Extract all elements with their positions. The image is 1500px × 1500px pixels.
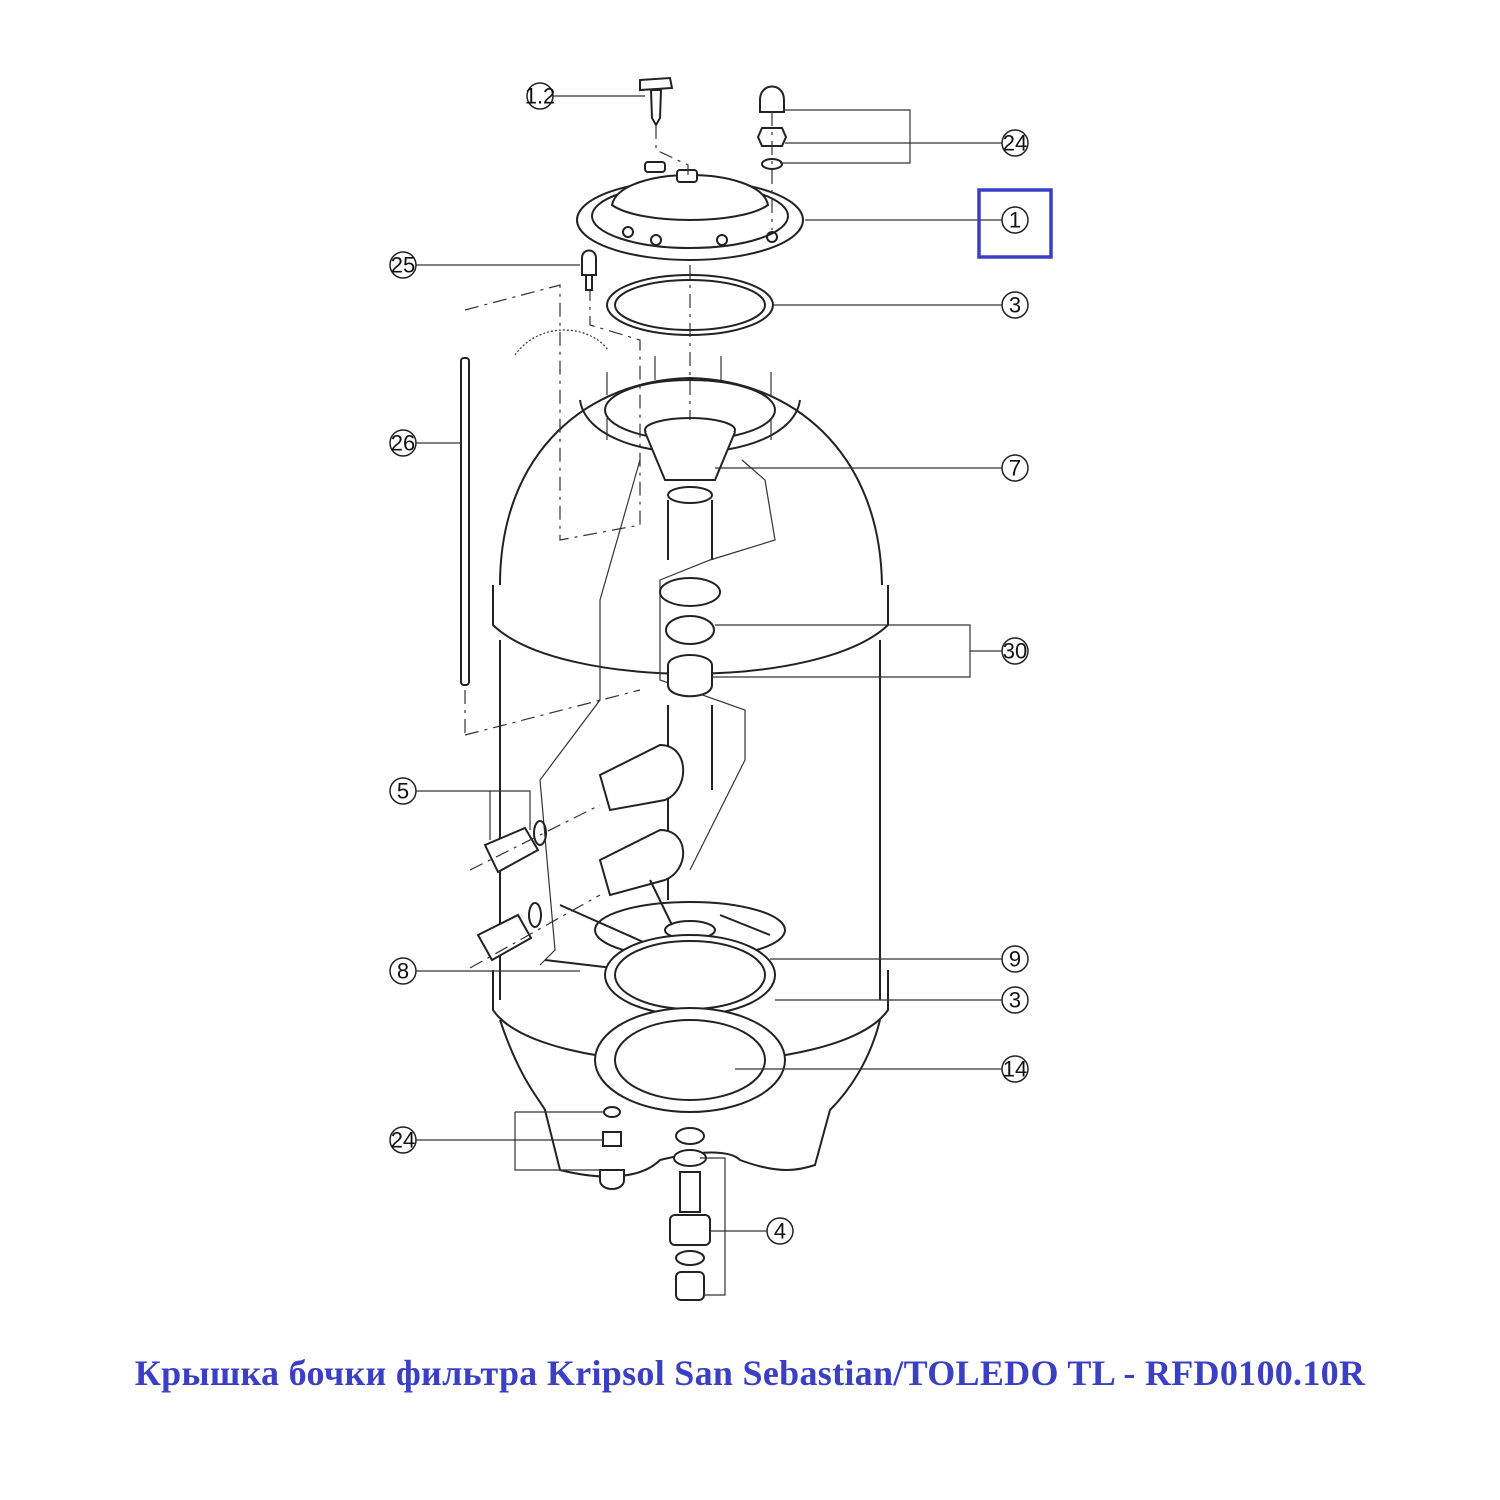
svg-text:9: 9 [1009, 947, 1021, 972]
svg-text:1: 1 [1009, 208, 1021, 233]
tube [460, 357, 470, 686]
callout-o-ring-bottom: 3 [1001, 986, 1029, 1014]
air-vent [581, 249, 597, 291]
laterals-and-hub [544, 879, 786, 1113]
callout-nut-set-top: 24 [1001, 129, 1029, 157]
highlight-box [977, 188, 1053, 259]
drain-assembly [599, 1106, 711, 1301]
svg-text:5: 5 [397, 779, 409, 804]
svg-text:24: 24 [391, 1128, 415, 1153]
svg-text:3: 3 [1009, 988, 1021, 1013]
diffuser-and-pipe [598, 417, 736, 900]
screw [639, 76, 689, 175]
callout-hub: 9 [1001, 945, 1029, 973]
fittings [469, 804, 601, 969]
leader-lines [416, 95, 1002, 1296]
callout-laterals: 8 [389, 957, 417, 985]
svg-text:30: 30 [1003, 639, 1027, 664]
svg-text:24: 24 [1003, 131, 1027, 156]
svg-text:4: 4 [774, 1219, 786, 1244]
callout-air-vent: 25 [389, 251, 417, 279]
callout-drain: 4 [766, 1217, 794, 1245]
callout-fittings: 5 [389, 777, 417, 805]
top-lid [576, 161, 804, 261]
callout-collector-set: 30 [1001, 637, 1029, 665]
svg-text:7: 7 [1009, 456, 1021, 481]
svg-text:14: 14 [1003, 1057, 1027, 1082]
svg-text:26: 26 [391, 431, 415, 456]
svg-text:1.2: 1.2 [525, 84, 556, 109]
callout-o-ring-top: 3 [1001, 291, 1029, 319]
svg-text:3: 3 [1009, 293, 1021, 318]
callout-nut-set-bottom: 24 [389, 1126, 417, 1154]
svg-text:25: 25 [391, 253, 415, 278]
callout-screw: 1.2 [525, 82, 556, 110]
callout-diffuser: 7 [1001, 454, 1029, 482]
callout-tube: 26 [389, 429, 417, 457]
callout-bottom-lid: 14 [1001, 1055, 1029, 1083]
svg-text:8: 8 [397, 959, 409, 984]
caption: Крышка бочки фильтра Kripsol San Sebasti… [134, 1353, 1366, 1393]
callout-lid: 1 [1001, 206, 1029, 234]
cap-nut-set [756, 85, 788, 230]
